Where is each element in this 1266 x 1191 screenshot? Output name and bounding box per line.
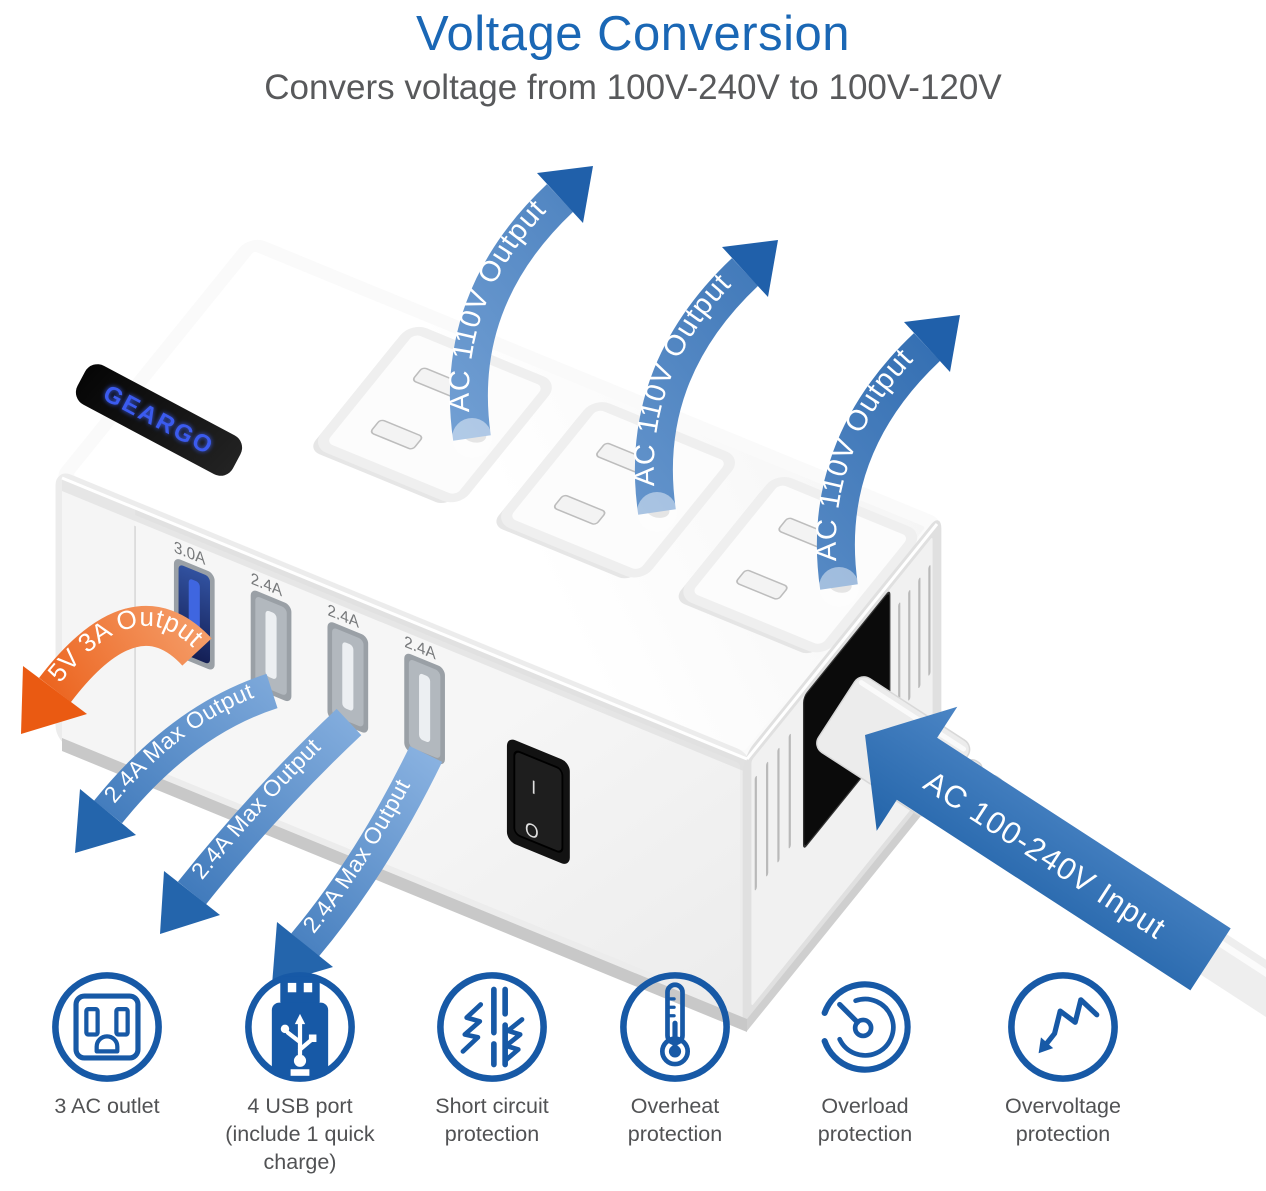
- vent-slots: [754, 565, 931, 891]
- outlet-slot: [370, 419, 423, 450]
- outlet-arrow-head: [904, 315, 960, 372]
- header: Voltage Conversion Convers voltage from …: [0, 6, 1266, 108]
- outlet-arrow-head: [537, 166, 593, 223]
- usb-max-arrow-head: [160, 871, 220, 934]
- ac-input-arrow-label: AC 100-240V Input: [918, 764, 1172, 946]
- outlet-arrow: [634, 258, 759, 515]
- usb-max-arrow-head: [272, 922, 333, 985]
- right-top-edge: [745, 523, 939, 760]
- overload-icon: [821, 981, 911, 1073]
- ac-outlet-icon: [52, 972, 162, 1082]
- device-bottom-edge-right: [747, 784, 937, 1031]
- overheat-icon: [620, 972, 730, 1082]
- usb-port: [404, 653, 445, 765]
- device-bottom-edge: [62, 738, 747, 1032]
- usb-max-arrow: [93, 673, 278, 824]
- switch-off-mark: O: [525, 818, 539, 845]
- usb-quick-arrow: [39, 605, 212, 703]
- outlet-slot: [736, 569, 788, 600]
- feature-label: 3 AC outlet: [54, 1094, 160, 1118]
- front-top-edge: [61, 476, 748, 761]
- overvoltage-icon: [1008, 972, 1118, 1082]
- device-top-face: [58, 239, 940, 763]
- power-switch: I O: [506, 739, 570, 864]
- usb-max-arrow-head: [75, 789, 136, 853]
- usb-port: [250, 590, 292, 702]
- feature-ac-outlet: 3 AC outlet: [2, 966, 212, 1120]
- usb-max-arrow: [291, 746, 443, 957]
- outlet-arrow-head: [722, 240, 778, 297]
- usb-max-arrow: [177, 708, 362, 905]
- outlet-arrow: [449, 184, 574, 441]
- page-subtitle: Convers voltage from 100V-240V to 100V-1…: [264, 68, 1002, 107]
- outlet-slot: [553, 494, 606, 525]
- short-circuit-icon: [437, 972, 547, 1082]
- usb-port: [327, 622, 369, 733]
- outlet-arrow: [816, 333, 941, 590]
- usb-quick-arrow-head: [21, 666, 87, 734]
- switch-on-mark: I: [531, 777, 536, 800]
- page-title: Voltage Conversion: [416, 7, 850, 61]
- usb-port-icon: [245, 972, 355, 1082]
